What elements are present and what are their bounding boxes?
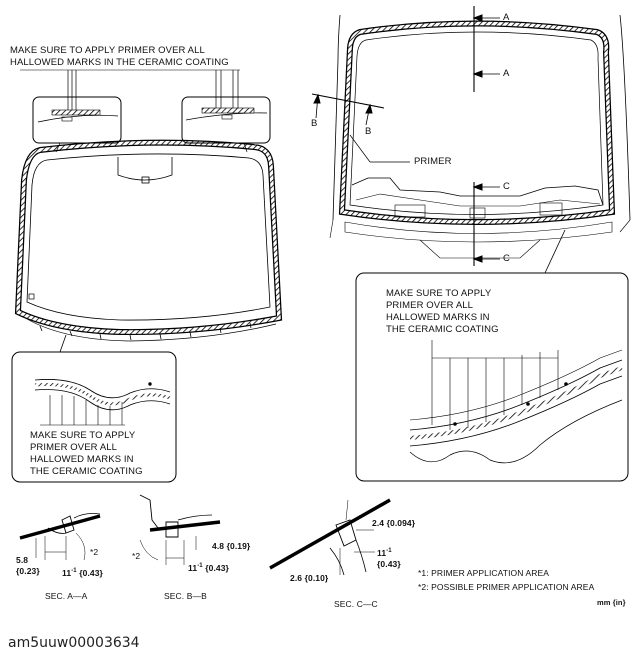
section-title-cc: SEC. C—C bbox=[334, 599, 378, 609]
section-cc-drawing bbox=[269, 498, 391, 576]
detail-inset-top-left bbox=[32, 70, 122, 153]
dim-a-width-inches: {0.43} bbox=[79, 567, 103, 578]
marker-a-bottom: A bbox=[503, 68, 510, 79]
section-bb-drawing bbox=[139, 494, 221, 565]
dim-c-width: 11-1 {0.43} bbox=[377, 546, 401, 570]
marker-b-left: B bbox=[311, 118, 318, 129]
star2-a: *2 bbox=[90, 547, 99, 557]
marker-c-top: C bbox=[503, 181, 510, 192]
marker-c-bottom: C bbox=[503, 253, 510, 264]
note-top-left: MAKE SURE TO APPLY PRIMER OVER ALL HALLO… bbox=[10, 45, 229, 68]
marker-a-top: A bbox=[503, 12, 510, 23]
figure-reference: am5uuw00003634 bbox=[8, 635, 140, 651]
windshield-front-view bbox=[14, 139, 283, 342]
primer-label: PRIMER bbox=[414, 156, 452, 167]
dim-c-width-value: 11 bbox=[377, 547, 387, 558]
dim-b-width-inches: {0.43} bbox=[205, 562, 229, 573]
section-aa-drawing bbox=[19, 513, 101, 561]
dim-c-width-inches: {0.43} bbox=[377, 558, 401, 569]
legend-units: mm {in} bbox=[597, 598, 626, 607]
star2-b: *2 bbox=[132, 551, 141, 561]
dim-a-width-sup: -1 bbox=[71, 568, 77, 574]
section-line-a bbox=[472, 6, 500, 92]
section-title-bb: SEC. B—B bbox=[164, 591, 207, 601]
dim-a-height: 5.8 {0.23} bbox=[16, 555, 40, 576]
legend-item-1: *1: PRIMER APPLICATION AREA bbox=[418, 568, 550, 578]
dim-c-top: 2.4 {0.094} bbox=[372, 518, 416, 528]
marker-b-right: B bbox=[365, 126, 372, 137]
dim-c-width-sup: -1 bbox=[386, 548, 392, 554]
detail-inset-top-right bbox=[181, 70, 271, 153]
dim-c-left: 2.6 {0.10} bbox=[290, 573, 329, 583]
section-line-c bbox=[472, 182, 500, 266]
dim-b-width-value: 11 bbox=[188, 562, 198, 573]
note-right: MAKE SURE TO APPLY PRIMER OVER ALL HALLO… bbox=[386, 288, 499, 335]
dim-b-width-sup: -1 bbox=[197, 563, 203, 569]
primer-leader bbox=[349, 134, 371, 163]
note-bottom-left: MAKE SURE TO APPLY PRIMER OVER ALL HALLO… bbox=[30, 430, 143, 477]
section-line-b bbox=[311, 93, 385, 126]
dim-a-width-value: 11 bbox=[62, 567, 72, 578]
section-title-aa: SEC. A—A bbox=[45, 591, 88, 601]
dim-b-width: 11-1 {0.43} bbox=[188, 560, 229, 574]
dim-b-height: 4.8 {0.19} bbox=[212, 541, 251, 551]
legend-item-2: *2: POSSIBLE PRIMER APPLICATION AREA bbox=[418, 582, 595, 592]
detail-inset-bottom-left bbox=[11, 334, 177, 483]
windshield-vehicle-view bbox=[329, 14, 631, 259]
dim-a-width: 11-1 {0.43} bbox=[62, 565, 103, 579]
detail-inset-right bbox=[355, 229, 629, 482]
